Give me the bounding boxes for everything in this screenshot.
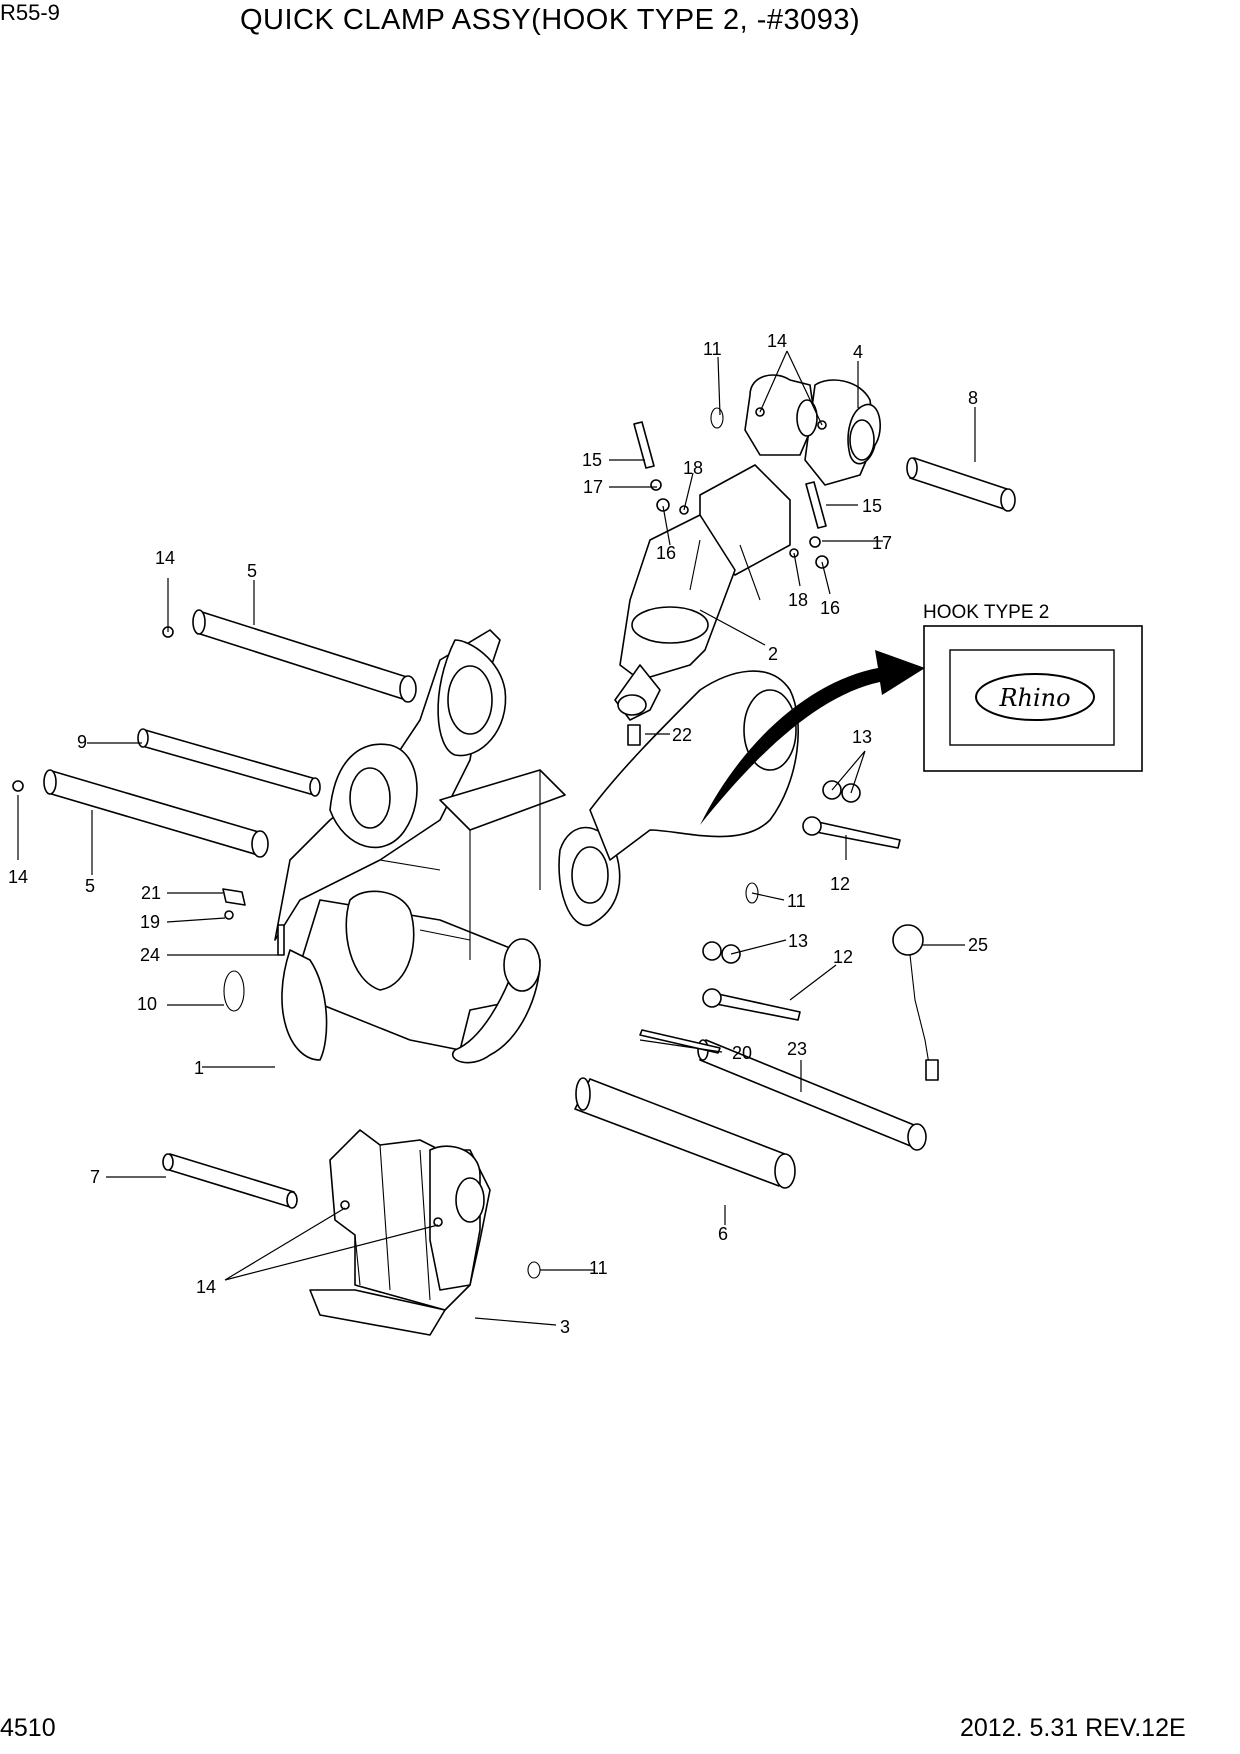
callout-label: 9: [77, 732, 87, 752]
arrow-to-inset: [700, 650, 925, 825]
callout-label: 17: [583, 477, 603, 497]
callout-label: 17: [872, 533, 892, 553]
callout-label: 20: [732, 1043, 752, 1063]
callout-label: 12: [833, 947, 853, 967]
small-fittings: [12, 407, 829, 1279]
callout-label: 22: [672, 725, 692, 745]
revision-date: 2012. 5.31 REV.12E: [960, 1714, 1186, 1742]
main-frame-part: [274, 629, 799, 1064]
callout-label: 16: [656, 543, 676, 563]
callout-label: 4: [853, 342, 863, 362]
hook-type-2-inset: HOOK TYPE 2 Rhino: [923, 602, 1143, 772]
callout-label: 7: [90, 1167, 100, 1187]
callout-label: 21: [141, 883, 161, 903]
callout-label: 11: [703, 339, 722, 359]
callout-label: 11: [787, 891, 806, 911]
bolt-12-upper: [802, 816, 901, 849]
callout-label: 6: [718, 1224, 728, 1244]
callout-label: 23: [787, 1039, 807, 1059]
callout-label: 14: [155, 548, 175, 568]
pin-5-upper: [192, 609, 417, 703]
callout-label: 12: [830, 874, 850, 894]
callout-label: 18: [683, 458, 703, 478]
pin-5-lower: [43, 769, 269, 858]
callout-label: 13: [788, 931, 808, 951]
lock-pin-25: [892, 924, 939, 1081]
callout-label: 8: [968, 388, 978, 408]
callout-label: 10: [137, 994, 157, 1014]
pin-6: [574, 1077, 796, 1189]
callout-label: 15: [582, 450, 602, 470]
bolt-12-lower: [702, 988, 801, 1021]
lower-hook-part: [309, 1129, 491, 1336]
callout-label: 1: [194, 1058, 204, 1078]
callout-label: 19: [140, 912, 160, 932]
callout-labels: 1 2 3 4 5 5 6 7 8 9 10 11 11 11 12 12 13…: [8, 331, 988, 1337]
callout-label: 14: [196, 1277, 216, 1297]
rhino-logo: Rhino: [998, 684, 1070, 712]
top-hook-part: [744, 374, 881, 486]
callout-label: 5: [247, 561, 257, 581]
pin-8: [906, 457, 1016, 512]
pin-7: [162, 1153, 298, 1209]
callout-label: 15: [862, 496, 882, 516]
hydraulic-cylinder-part: [614, 464, 791, 746]
model-code: R55-9: [0, 0, 60, 25]
callout-label: 14: [767, 331, 787, 351]
page-number: 4510: [0, 1714, 56, 1742]
callout-label: 24: [140, 945, 160, 965]
callout-label: 25: [968, 935, 988, 955]
leader-lines: [17, 350, 976, 1326]
callout-label: 16: [820, 598, 840, 618]
callout-label: 2: [768, 644, 778, 664]
pin-9: [137, 728, 321, 797]
callout-label: 5: [85, 876, 95, 896]
callout-label: 18: [788, 590, 808, 610]
callout-label: 3: [560, 1317, 570, 1337]
callout-label: 11: [589, 1258, 608, 1278]
inset-title: HOOK TYPE 2: [923, 602, 1049, 623]
callout-label: 14: [8, 867, 28, 887]
callout-label: 13: [852, 727, 872, 747]
page-title: QUICK CLAMP ASSY(HOOK TYPE 2, -#3093): [240, 4, 861, 36]
